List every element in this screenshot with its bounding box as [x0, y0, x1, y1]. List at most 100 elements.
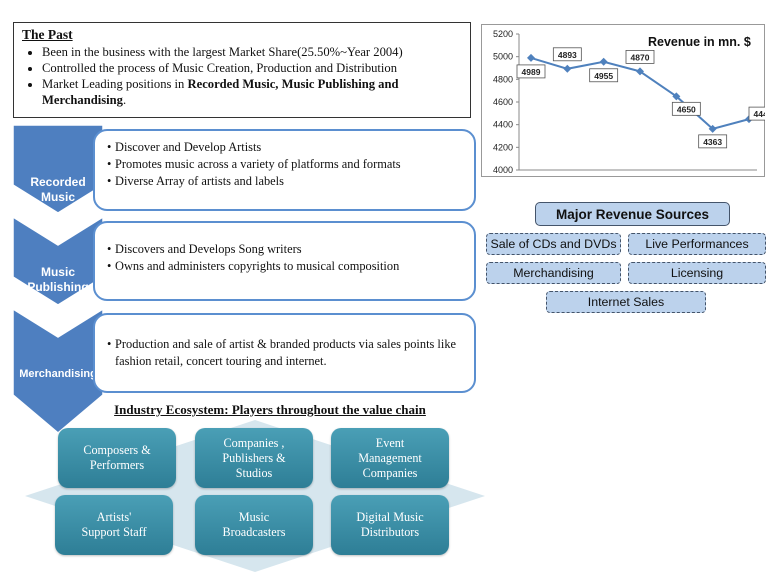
data-label-box [625, 49, 655, 64]
data-label: 4893 [558, 50, 577, 60]
chevron-recorded-music [13, 125, 103, 214]
player-text: Companies ,Publishers &Studios [222, 436, 285, 481]
data-label-box [748, 106, 765, 121]
data-point [599, 57, 608, 66]
x-tick-label: 2007 [630, 176, 650, 177]
data-label-box [671, 101, 701, 116]
revenue-chart-frame [481, 24, 765, 177]
player-line: Event [375, 435, 405, 450]
segment-bullet: Diverse Array of artists and labels [107, 173, 466, 190]
source-licensing: Licensing [628, 262, 766, 284]
past-bullet-bold: Recorded Music, Music Publishing and Mer… [42, 77, 399, 107]
x-tick-label: 2005 [557, 176, 577, 177]
x-tick-label: 2010 [739, 176, 759, 177]
player-line: Digital Music [356, 510, 424, 524]
label-line: Music [40, 190, 75, 204]
recorded-music-box: Discover and Develop Artists Promotes mu… [93, 129, 476, 211]
data-point [527, 53, 535, 62]
player-line: Management [358, 450, 422, 465]
the-past-box: The Past Been in the business with the l… [13, 22, 471, 118]
segment-bullet: Production and sale of artist & branded … [107, 336, 466, 370]
player-line: Support Staff [81, 525, 147, 539]
data-label: 4955 [594, 71, 613, 81]
data-point [636, 67, 644, 76]
player-line: Companies [362, 465, 418, 480]
player-companies-publishers-studios: Companies ,Publishers &Studios [195, 428, 313, 488]
chart-title: Revenue in mn. $ [648, 35, 751, 49]
data-point [708, 124, 717, 133]
data-label-box [698, 134, 728, 149]
label-line: Music [40, 265, 75, 279]
data-label: 4363 [703, 137, 722, 147]
player-line: Artists' [96, 510, 132, 524]
revenue-sources-title: Major Revenue Sources [535, 202, 730, 226]
player-line: Broadcasters [222, 525, 286, 539]
x-tick-label: 2004 [521, 176, 541, 177]
y-tick-label: 5200 [493, 29, 513, 39]
player-line: Composers & [83, 443, 151, 457]
player-artists-support-staff: Artists'Support Staff [55, 495, 173, 555]
player-text: Composers &Performers [83, 443, 150, 473]
data-label: 4650 [677, 104, 696, 114]
music-publishing-box: Discovers and Develops Song writers Owns… [93, 221, 476, 301]
chart-title-text: Revenue in mn. $ [648, 35, 751, 49]
x-tick-label: 2009 [703, 176, 723, 177]
segment-bullet: Discover and Develop Artists [107, 139, 466, 156]
y-tick-label: 4000 [493, 165, 513, 175]
y-tick-label: 5000 [493, 52, 513, 62]
source-live-performances: Live Performances [628, 233, 766, 255]
past-title: The Past [22, 27, 73, 42]
label-line: Recorded [30, 175, 86, 189]
source-merchandising: Merchandising [486, 262, 621, 284]
source-internet-sales: Internet Sales [546, 291, 706, 313]
data-label-box [552, 47, 582, 62]
revenue-line-chart: 4000 4200 4400 4600 4800 5000 5200 2004 2005 2006… [493, 29, 765, 177]
player-line: Companies , [223, 435, 285, 450]
value-chain-chevrons [13, 125, 103, 434]
label-line: Publishing [27, 280, 89, 294]
y-tick-label: 4400 [493, 120, 513, 130]
merchandising-box: Production and sale of artist & branded … [93, 313, 476, 393]
data-point [563, 64, 572, 73]
past-bullet-prefix: Market Leading positions in [42, 77, 188, 91]
y-tick-label: 4200 [493, 142, 513, 152]
x-tick-label: 2008 [666, 176, 686, 177]
chevron-merchandising [13, 308, 103, 434]
data-label: 4989 [522, 67, 541, 77]
source-cds-dvds: Sale of CDs and DVDs [486, 233, 621, 255]
segment-bullet: Owns and administers copyrights to music… [107, 258, 466, 275]
x-tick-label: 2006 [594, 176, 614, 177]
past-bullet: Been in the business with the largest Ma… [42, 44, 462, 60]
chevron-music-publishing [13, 216, 103, 306]
merchandising-label: Merchandising [19, 368, 97, 380]
past-bullet: Controlled the process of Music Creation… [42, 60, 462, 76]
data-point [672, 92, 681, 101]
segment-bullet: Discovers and Develops Song writers [107, 241, 466, 258]
data-label-box [589, 68, 619, 83]
data-label: 4870 [631, 52, 650, 62]
player-line: Distributors [360, 525, 420, 539]
player-line: Publishers & [222, 450, 286, 465]
player-line: Studios [235, 465, 273, 480]
player-line: Performers [89, 458, 145, 472]
past-bullets: Been in the business with the largest Ma… [22, 44, 462, 108]
past-bullet: Market Leading positions in Recorded Mus… [42, 76, 462, 108]
y-tick-label: 4800 [493, 74, 513, 84]
ecosystem-title: Industry Ecosystem: Players throughout t… [114, 402, 426, 417]
past-bullet-suffix: . [122, 93, 127, 107]
segment-bullet: Promotes music across a variety of platf… [107, 156, 466, 173]
player-composers-performers: Composers &Performers [58, 428, 176, 488]
player-line: Music [238, 510, 270, 524]
data-label: 4449 [754, 109, 765, 119]
data-label-box [516, 64, 546, 79]
player-text: Artists'Support Staff [81, 510, 146, 540]
y-tick-label: 4600 [493, 97, 513, 107]
